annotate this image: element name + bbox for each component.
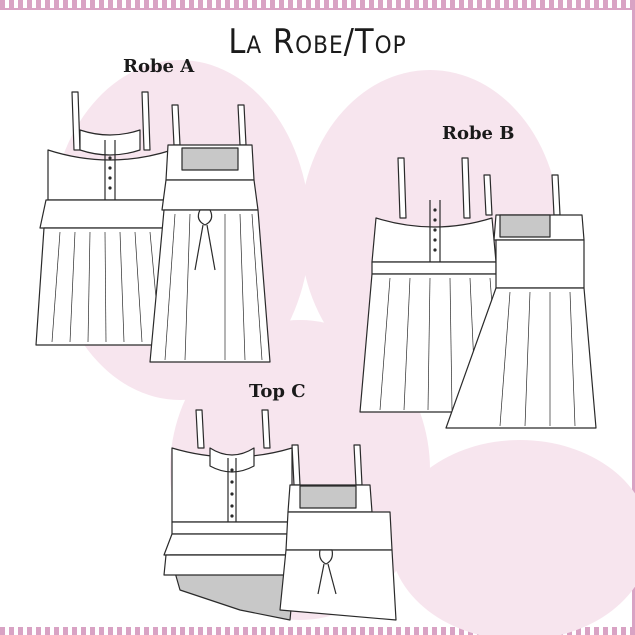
top-border [0, 0, 635, 10]
robe-b-back-drawing [445, 174, 597, 429]
top-c-front-drawing [163, 409, 301, 621]
robe-b-label: Robe B [442, 123, 515, 144]
robe-a-label: Robe A [123, 56, 195, 77]
robe-a-front-drawing [35, 91, 191, 346]
top-c-label: Top C [249, 381, 306, 402]
right-border [632, 8, 635, 627]
robe-a-back-drawing [149, 104, 271, 363]
page-title: La Robe/Top [228, 22, 407, 62]
bottom-border [0, 627, 635, 635]
top-c-back-drawing [279, 444, 397, 621]
blob-bottom-right [390, 440, 635, 635]
